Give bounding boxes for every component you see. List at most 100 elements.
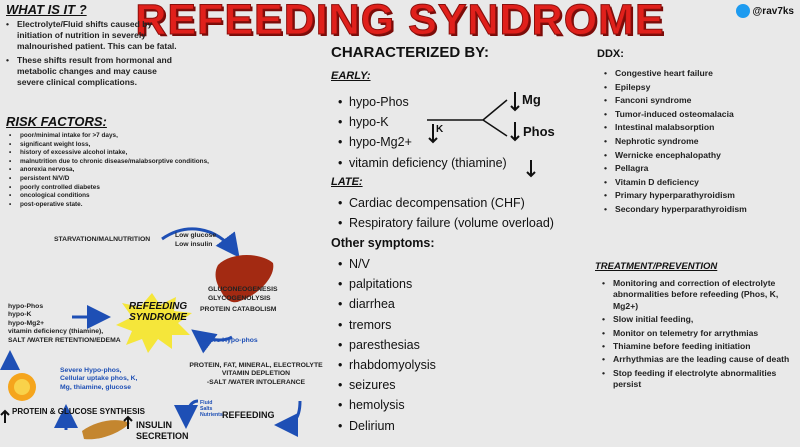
late-list: Cardiac decompensation (CHF) Respiratory…	[338, 193, 588, 234]
starburst-icon	[116, 293, 192, 353]
low-glucose-label: Low glucose	[175, 232, 217, 239]
protein-glucose-label: PROTEIN & GLUCOSE SYNTHESIS	[12, 407, 145, 416]
symptom-item: seizures	[338, 375, 538, 395]
ddx-item: Fanconi syndrome	[604, 94, 794, 108]
risk-factor-item: post-operative state.	[9, 201, 239, 210]
mg-label: Mg	[522, 92, 541, 107]
down-arrow-thiamine	[526, 160, 536, 178]
k-label: K	[436, 124, 444, 135]
arrow-hypophos-starburst	[191, 329, 233, 354]
what-is-it-item: Electrolyte/Fluid shifts caused by initi…	[6, 19, 186, 52]
treatment-item: Arrhythmias are the leading cause of dea…	[602, 354, 794, 366]
risk-factors-list: poor/minimal intake for >7 days, signifi…	[9, 132, 239, 209]
left-list-item: vitamin deficiency (thiamine),	[8, 328, 104, 336]
left-list: hypo-Phos hypo-K hypo-Mg2+ vitamin defic…	[8, 303, 121, 345]
ddx-heading: DDX:	[597, 48, 624, 60]
refeeding-syndrome-center: REFEEDING SYNDROME	[120, 301, 196, 323]
fluid-line: Nutrients	[200, 412, 223, 418]
symptom-item: rhabdomyolysis	[338, 355, 538, 375]
center-label-2: SYNDROME	[129, 312, 187, 323]
late-item: Cardiac decompensation (CHF)	[338, 193, 588, 213]
early-item: hypo-Phos	[338, 92, 578, 112]
risk-factor-item: significant weight loss,	[9, 141, 239, 150]
ddx-item: Pellagra	[604, 162, 794, 176]
treatment-heading: TREATMENT/PREVENTION	[595, 261, 718, 272]
risk-factor-item: oncological conditions	[9, 192, 239, 201]
treatment-item: Stop feeding if electrolyte abnormalitie…	[602, 368, 794, 391]
twitter-icon	[735, 4, 750, 18]
left-list-item: SALT /WATER RETENTION/EDEMA	[8, 336, 121, 344]
symptom-item: hemolysis	[338, 395, 538, 415]
down-arrow-phos	[510, 122, 520, 142]
early-item: vitamin deficiency (thiamine)	[338, 153, 578, 173]
late-item: Respiratory failure (volume overload)	[338, 213, 588, 233]
symptom-item: palpitations	[338, 274, 538, 294]
risk-factors-heading: RISK FACTORS:	[6, 114, 107, 129]
up-arrow-protein	[0, 409, 10, 423]
what-is-it-item: These shifts result from hormonal and me…	[6, 55, 186, 88]
insulin-label: INSULIN SECRETION	[136, 420, 189, 442]
symptom-item: Delirium	[338, 416, 538, 436]
arrow-starvation-liver	[161, 227, 240, 258]
risk-factor-item: anorexia nervosa,	[9, 166, 239, 175]
uptake-line: Severe Hypo-phos,	[60, 367, 122, 374]
down-arrow-k	[428, 124, 438, 144]
risk-factor-item: poorly controlled diabetes	[9, 184, 239, 193]
depletion-line: PROTEIN, FAT, MINERAL, ELECTROLYTE	[189, 362, 323, 369]
pancreas-icon	[82, 420, 130, 440]
ddx-item: Epilepsy	[604, 81, 794, 95]
center-label-1: REFEEDING	[128, 301, 188, 312]
depletion-line: VITAMIN DEPLETION	[221, 370, 291, 378]
up-arrow-insulin	[123, 415, 133, 429]
treatment-item: Slow initial feeding,	[602, 314, 794, 326]
risk-factor-item: malnutrition due to chronic disease/mala…	[9, 158, 239, 167]
uptake-line: Cellular uptake phos, K,	[60, 375, 138, 383]
phos-label: Phos	[523, 124, 555, 139]
ddx-item: Secondary hyperparathyroidism	[604, 203, 794, 217]
early-item: hypo-Mg2+	[338, 132, 578, 152]
early-list: hypo-Phos hypo-K hypo-Mg2+ vitamin defic…	[338, 92, 578, 173]
liver-icon	[215, 255, 274, 303]
depletion-line: -SALT /WATER INTOLERANCE	[206, 378, 306, 386]
arrow-depletion-refeeding	[274, 400, 302, 437]
insulin-line: INSULIN	[136, 420, 172, 430]
symptom-item: diarrhea	[338, 294, 538, 314]
ddx-item: Primary hyperparathyroidism	[604, 189, 794, 203]
arrow-refeeding-pancreas	[174, 399, 199, 429]
late-heading: LATE:	[331, 176, 363, 188]
fluid-line: Salts	[200, 406, 213, 412]
characterized-heading: CHARACTERIZED BY:	[331, 44, 490, 61]
twitter-handle: @rav7ks	[735, 4, 794, 18]
down-arrow-mg	[510, 92, 520, 112]
ddx-item: Tumor-induced osteomalacia	[604, 108, 794, 122]
risk-factor-item: persistent N/V/D	[9, 175, 239, 184]
treatment-item: Monitoring and correction of electrolyte…	[602, 278, 794, 312]
ddx-item: Congestive heart failure	[604, 67, 794, 81]
early-heading: EARLY:	[331, 70, 371, 82]
other-symptoms-heading: Other symptoms:	[331, 236, 435, 250]
insulin-line: SECRETION	[136, 431, 189, 441]
ddx-item: Wernicke encephalopathy	[604, 149, 794, 163]
pathophysiology-diagram	[0, 227, 302, 440]
starvation-label: STARVATION/MALNUTRITION	[54, 236, 151, 243]
symptom-item: paresthesias	[338, 335, 538, 355]
ddx-item: Nephrotic syndrome	[604, 135, 794, 149]
risk-factor-item: poor/minimal intake for >7 days,	[9, 132, 239, 141]
glycogenolysis-label: GLYCOGENOLYSIS	[208, 295, 271, 302]
risk-factor-item: history of excessive alcohol intake,	[9, 149, 239, 158]
refeeding-label: REFEEDING	[222, 410, 275, 420]
ddx-item: Vitamin D deficiency	[604, 176, 794, 190]
gluconeogenesis-label: GLUCONEOGENESIS	[208, 286, 278, 293]
symptom-item: tremors	[338, 315, 538, 335]
left-list-item: hypo-Mg2+	[8, 319, 45, 327]
treatment-item: Thiamine before feeding initiation	[602, 341, 794, 353]
early-item: hypo-K	[338, 112, 578, 132]
symptom-item: N/V	[338, 254, 538, 274]
left-list-item: hypo-Phos	[8, 303, 44, 310]
fluid-label: Fluid Salts Nutrients	[200, 400, 223, 418]
ddx-item: Intestinal malabsorption	[604, 121, 794, 135]
page-title: REFEEDING SYNDROME	[135, 0, 665, 45]
severe-hypophos-label: Severe Hypo-phos	[198, 337, 258, 344]
uptake-line: Mg, thiamine, glucose	[60, 383, 131, 391]
low-insulin-label: Low insulin	[175, 241, 213, 248]
